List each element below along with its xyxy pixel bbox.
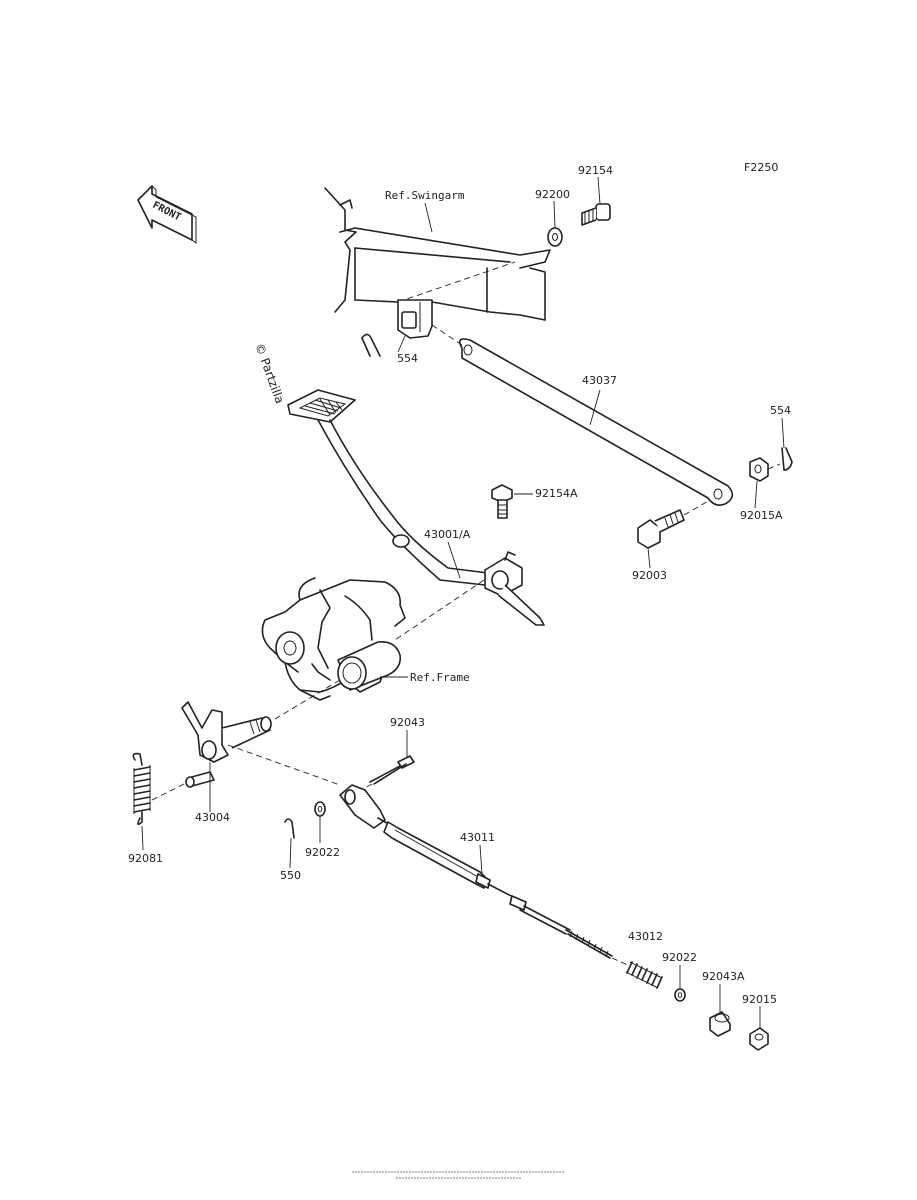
label-92043A: 92043A bbox=[702, 970, 745, 983]
label-43001A: 43001/A bbox=[424, 528, 471, 541]
ref-swingarm-label: Ref.Swingarm bbox=[385, 189, 465, 202]
label-92200: 92200 bbox=[535, 188, 570, 201]
brake-rod-43011-icon bbox=[339, 784, 631, 967]
label-92081: 92081 bbox=[128, 852, 163, 865]
diagram-code: F2250 bbox=[744, 161, 778, 174]
label-92003: 92003 bbox=[632, 569, 667, 582]
nut-92015A-icon bbox=[749, 457, 781, 482]
label-92015: 92015 bbox=[742, 993, 777, 1006]
label-92022-left: 92022 bbox=[305, 846, 340, 859]
washer-92200-icon bbox=[547, 227, 563, 247]
watermark: © Partzilla bbox=[252, 341, 287, 405]
collar-92043A-icon bbox=[709, 1011, 731, 1037]
washer-92022-right-icon bbox=[674, 988, 686, 1002]
spring-43012-icon bbox=[625, 961, 663, 989]
brake-lever-43004-icon bbox=[181, 701, 272, 788]
bolt-92154-icon bbox=[581, 203, 611, 226]
label-43037: 43037 bbox=[582, 374, 617, 387]
label-92043: 92043 bbox=[390, 716, 425, 729]
nut-92015-icon bbox=[749, 1027, 769, 1051]
footer-fine-print bbox=[352, 1171, 565, 1179]
pin-92043-icon bbox=[344, 755, 415, 799]
label-554-top: 554 bbox=[397, 352, 418, 365]
frame-reference-shape bbox=[261, 577, 406, 701]
front-arrow-icon: FRONT bbox=[137, 185, 197, 244]
label-92154A: 92154A bbox=[535, 487, 578, 500]
cotter-pin-554-top-icon bbox=[361, 333, 381, 357]
swingarm-reference-shape bbox=[324, 187, 551, 339]
label-43012: 43012 bbox=[628, 930, 663, 943]
label-550: 550 bbox=[280, 869, 301, 882]
bolt-92003-icon bbox=[637, 499, 711, 549]
cotter-pin-554-right-icon bbox=[781, 447, 793, 471]
washer-92022-left-icon bbox=[314, 801, 326, 817]
ref-frame-label: Ref.Frame bbox=[410, 671, 470, 684]
bolt-92154A-icon bbox=[491, 484, 513, 519]
label-43011: 43011 bbox=[460, 831, 495, 844]
brake-pedal-43001A-icon bbox=[287, 389, 545, 641]
label-92022-right: 92022 bbox=[662, 951, 697, 964]
label-92015A: 92015A bbox=[740, 509, 783, 522]
label-554-right: 554 bbox=[770, 404, 791, 417]
brake-rod-43037-icon bbox=[431, 324, 734, 506]
label-43004: 43004 bbox=[195, 811, 230, 824]
spring-92081-icon bbox=[132, 752, 189, 826]
cotter-pin-550-icon bbox=[284, 818, 295, 839]
label-92154: 92154 bbox=[578, 164, 613, 177]
